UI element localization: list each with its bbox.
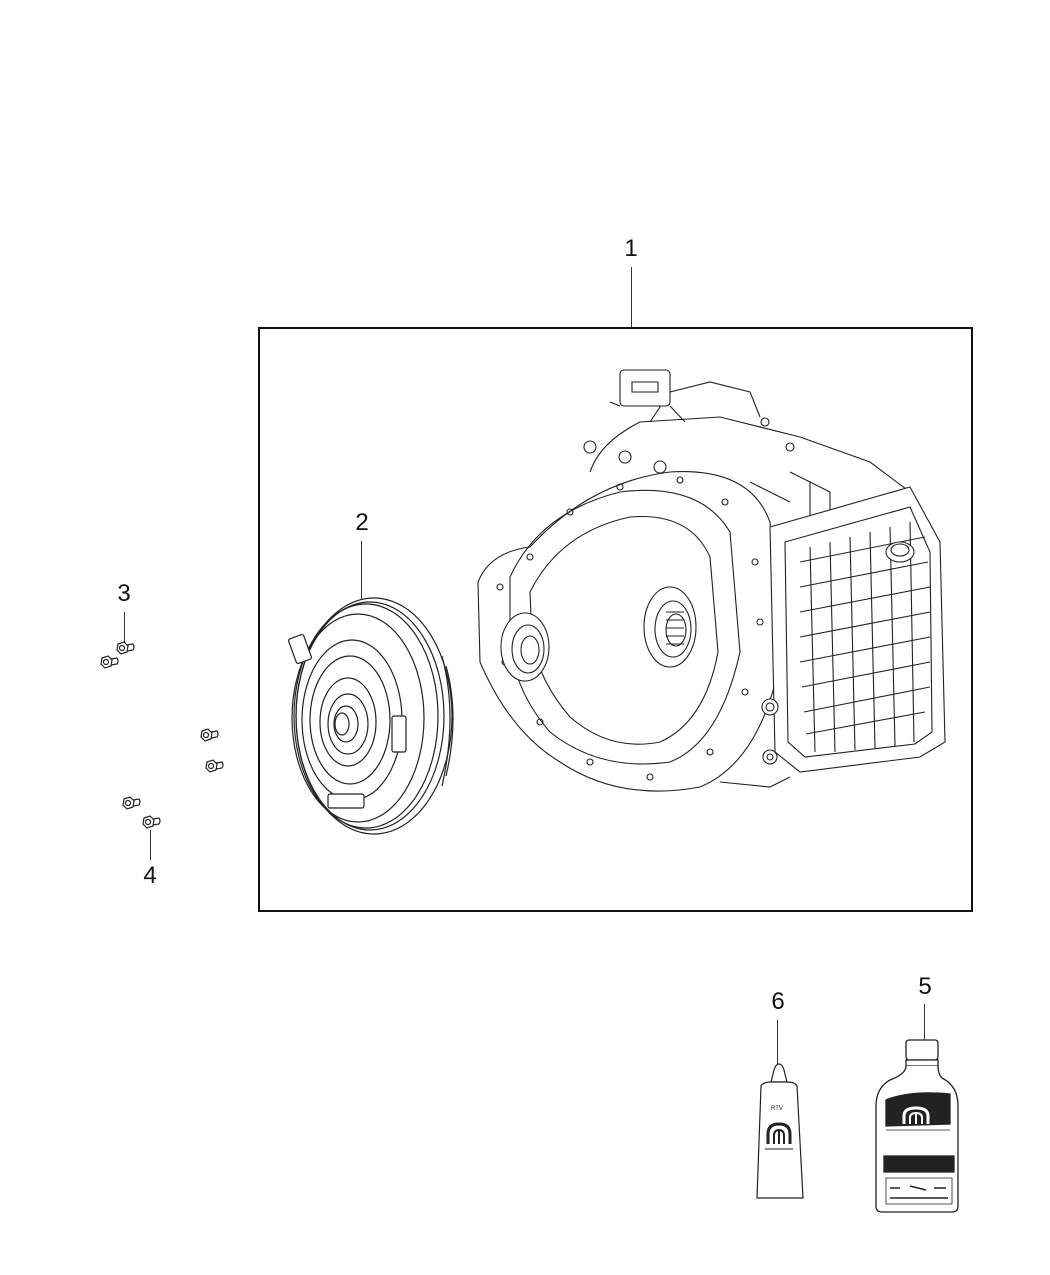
leader-line-3 [124,612,126,646]
callout-6: 6 [771,988,785,1015]
bolt-icon [142,814,166,834]
fluid-bottle-icon [870,1038,960,1218]
rtv-text: RTV [771,1106,783,1112]
transmission-assembly-box [258,327,973,912]
transmission-icon [470,362,950,812]
bolt-icon [122,795,146,815]
callout-1: 1 [624,235,638,262]
callout-5: 5 [918,973,932,1000]
bolt-icon [205,758,229,778]
bolt-icon-a [117,642,134,654]
callout-2: 2 [355,509,369,536]
leader-line-2 [361,541,363,599]
leader-line-4 [150,830,152,860]
brand-logo-icon [765,1124,793,1149]
rtv-tube-icon: RTV [755,1062,805,1202]
leader-line-6 [777,1020,779,1068]
callout-3: 3 [117,580,131,607]
leader-line-5 [924,1004,926,1040]
bolt-icon-b [101,656,118,668]
brand-logo-icon [904,1108,928,1124]
bolt-icon [200,727,224,747]
callout-4: 4 [143,862,157,889]
bolt-icon [100,638,140,674]
leader-line-1 [631,267,633,327]
torque-converter-icon [282,596,454,836]
